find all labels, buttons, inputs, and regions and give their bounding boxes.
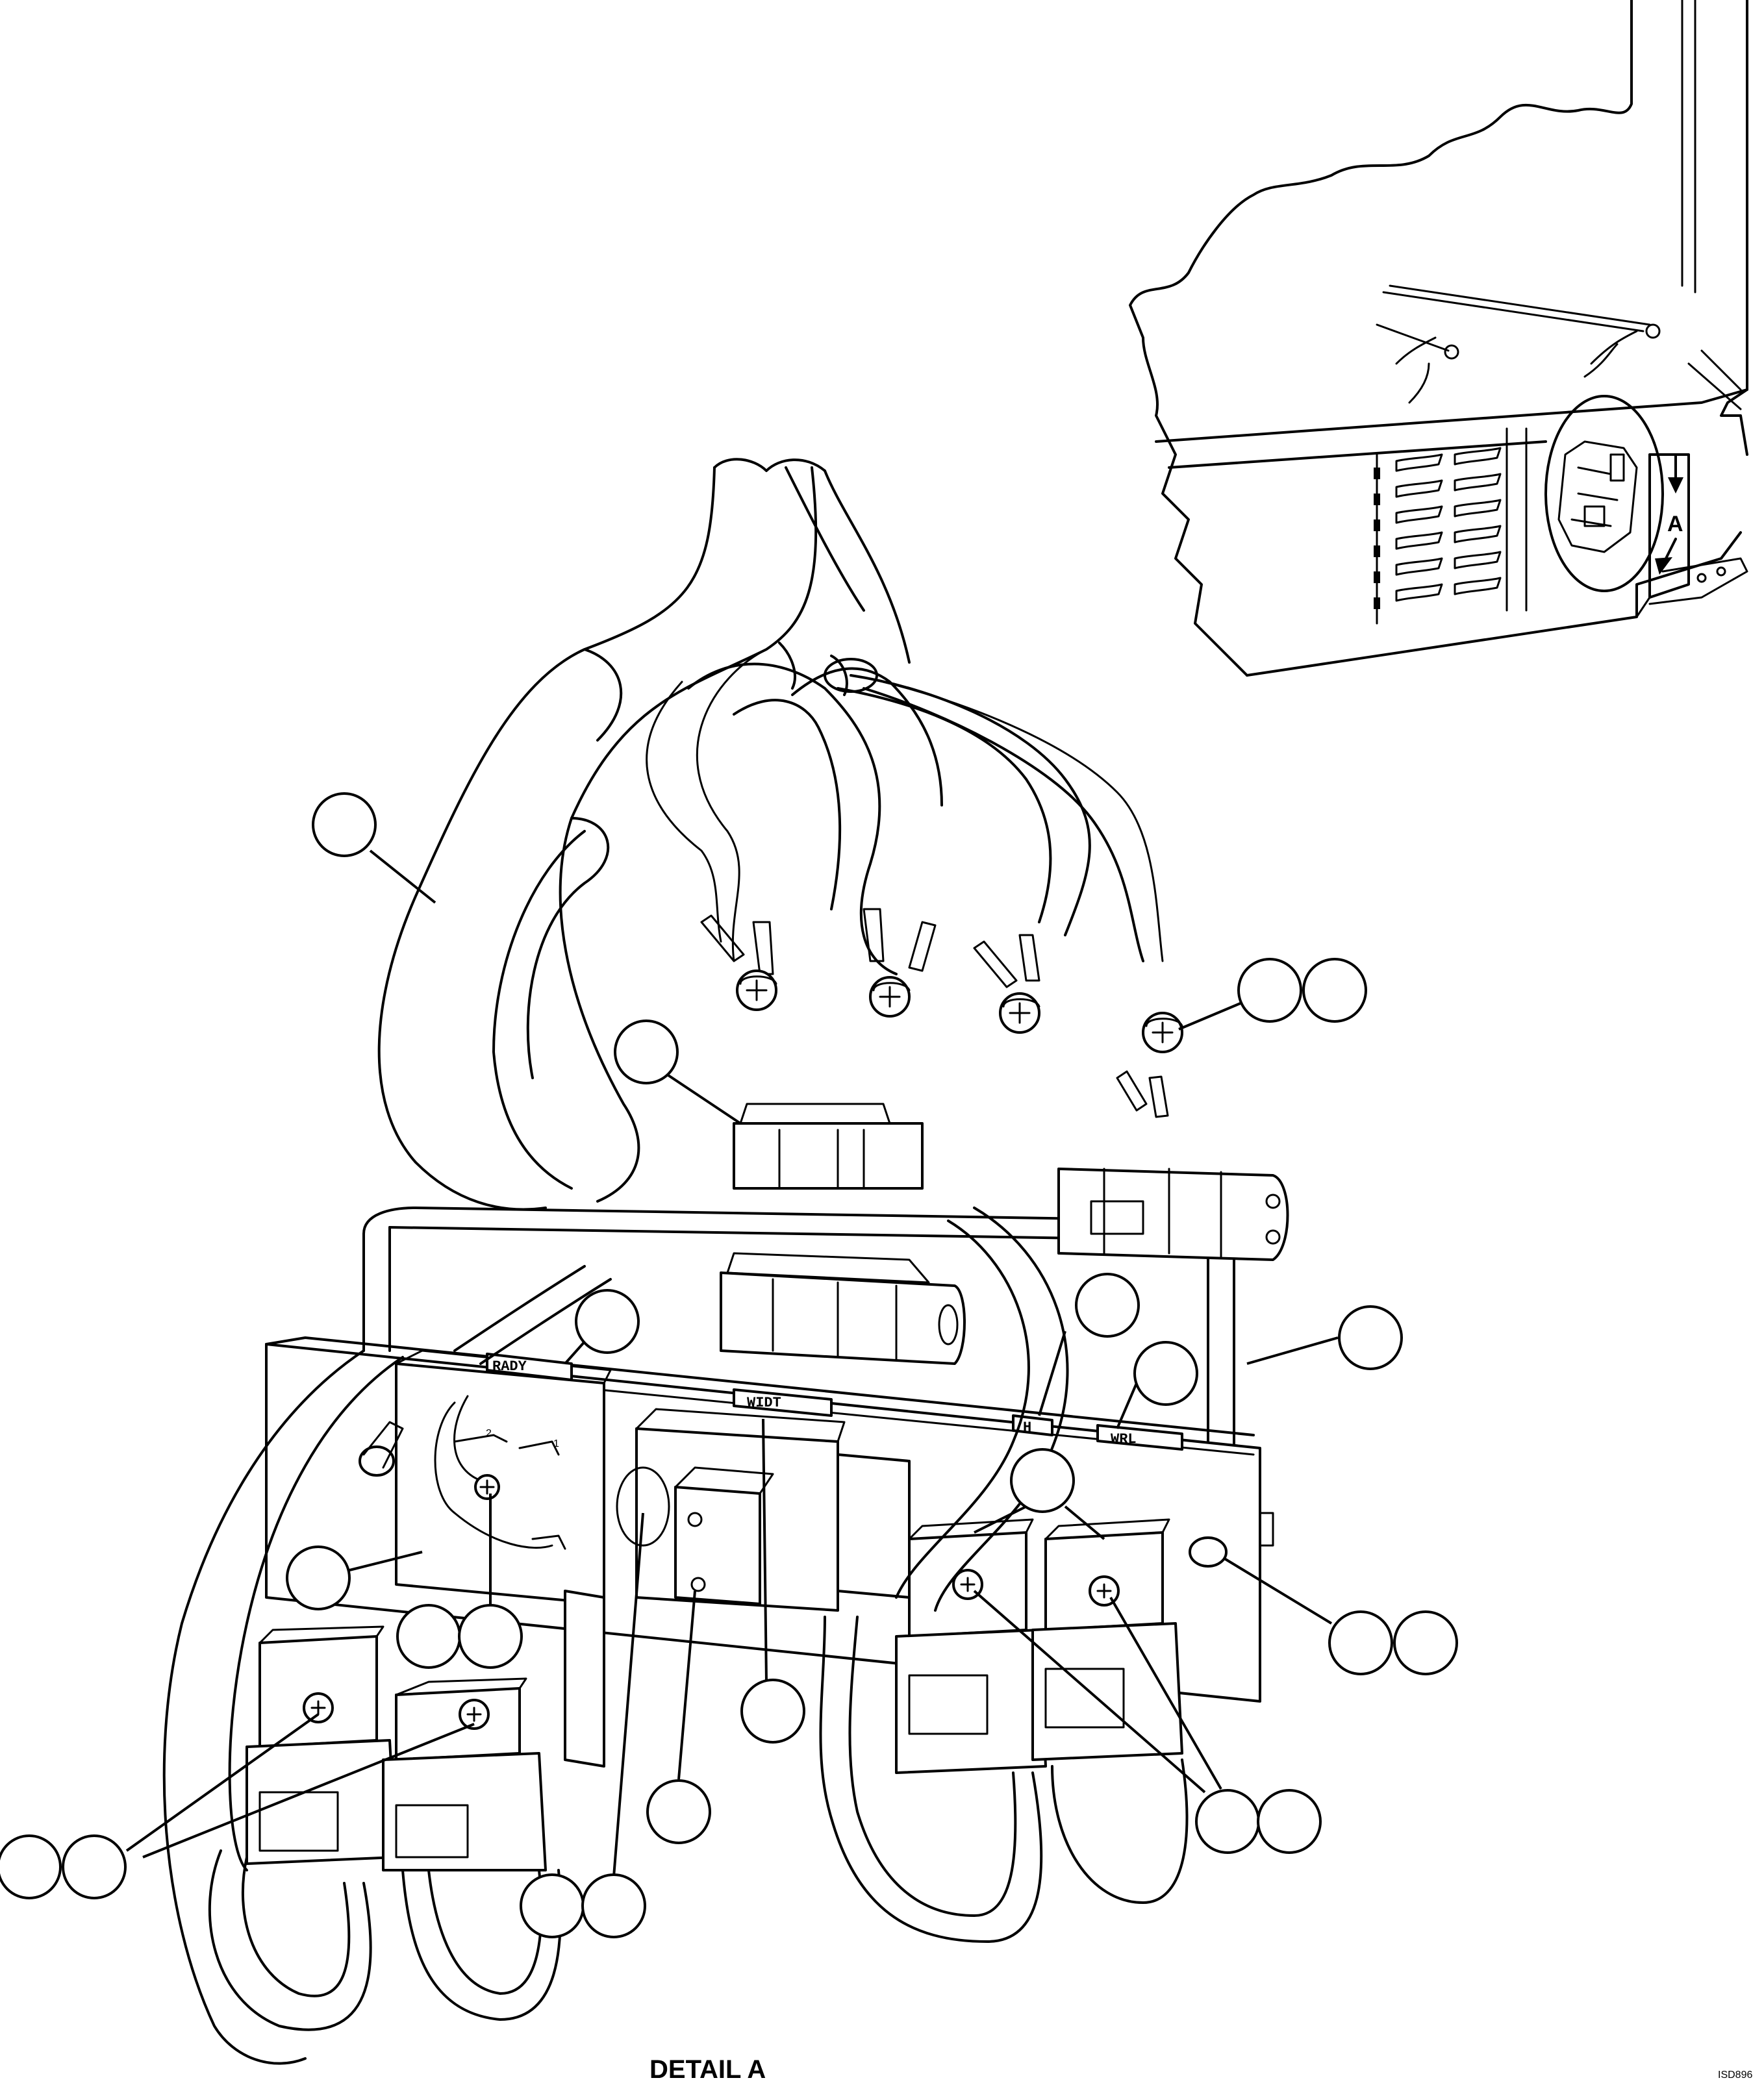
terminal-2-label: 2 xyxy=(486,1428,492,1439)
callout-ring-terminals-b xyxy=(1302,958,1367,1023)
screw-icon xyxy=(303,1692,334,1723)
relay-tag: RADY xyxy=(492,1358,527,1375)
relay-base-terminals: 2 1 xyxy=(434,1395,566,1550)
callout-bracket-right xyxy=(1338,1305,1403,1370)
screw-icon xyxy=(999,992,1040,1034)
relay-lower-left-1 xyxy=(246,1625,397,1865)
wire-tag-h: H xyxy=(1023,1420,1031,1436)
callout-ring-terminals-a xyxy=(1237,958,1302,1023)
callout-standoff-a xyxy=(1328,1610,1393,1675)
callout-wire-mid xyxy=(1075,1273,1140,1338)
callout-harness xyxy=(312,792,377,857)
callout-relay-screws-left-a xyxy=(0,1834,62,1899)
ring-terminal-screws xyxy=(736,969,1183,1053)
callout-relay-base xyxy=(286,1545,351,1610)
callout-relay-screws-left-b xyxy=(62,1834,127,1899)
callout-label-widt xyxy=(740,1679,805,1744)
callout-ground-b xyxy=(581,1873,646,1938)
detail-caption: DETAIL A xyxy=(649,2055,766,2084)
callout-relay-right-pair xyxy=(1010,1448,1075,1513)
callout-ground-a xyxy=(520,1873,585,1938)
rail-labels: RADY WIDT H WRL xyxy=(486,1353,1183,1451)
screw-icon xyxy=(869,976,911,1018)
callout-clip xyxy=(646,1779,711,1844)
callout-relay-screws-right-a xyxy=(1195,1789,1260,1854)
callout-standoff-b xyxy=(1393,1610,1458,1675)
figure-number: ISD896 xyxy=(1718,2070,1752,2081)
harness-clip xyxy=(674,1466,774,1605)
callout-relay-screws-right-b xyxy=(1257,1789,1322,1854)
main-harness xyxy=(377,458,1169,1211)
screw-icon xyxy=(1142,1012,1183,1053)
callout-wire-right xyxy=(1133,1341,1198,1406)
wire-tag-widt: WIDT xyxy=(747,1395,781,1411)
callout-connector-top xyxy=(614,1019,679,1084)
callouts xyxy=(0,792,1458,1938)
callout-screw-a xyxy=(396,1604,461,1669)
screw-icon xyxy=(459,1699,490,1730)
screw-icon xyxy=(474,1474,500,1500)
relay-lower-left-2 xyxy=(382,1677,547,1871)
connectors xyxy=(720,1103,1289,1365)
screw-icon xyxy=(736,969,777,1011)
terminal-1-label: 1 xyxy=(553,1438,559,1449)
location-inset: A xyxy=(1129,0,1748,677)
view-a-label: A xyxy=(1667,512,1683,536)
wire-tag-wrl: WRL xyxy=(1111,1431,1137,1447)
relay-right-2 xyxy=(1031,1518,1183,1761)
callout-screw-b xyxy=(458,1604,523,1669)
callout-bracket-lower xyxy=(575,1289,640,1354)
